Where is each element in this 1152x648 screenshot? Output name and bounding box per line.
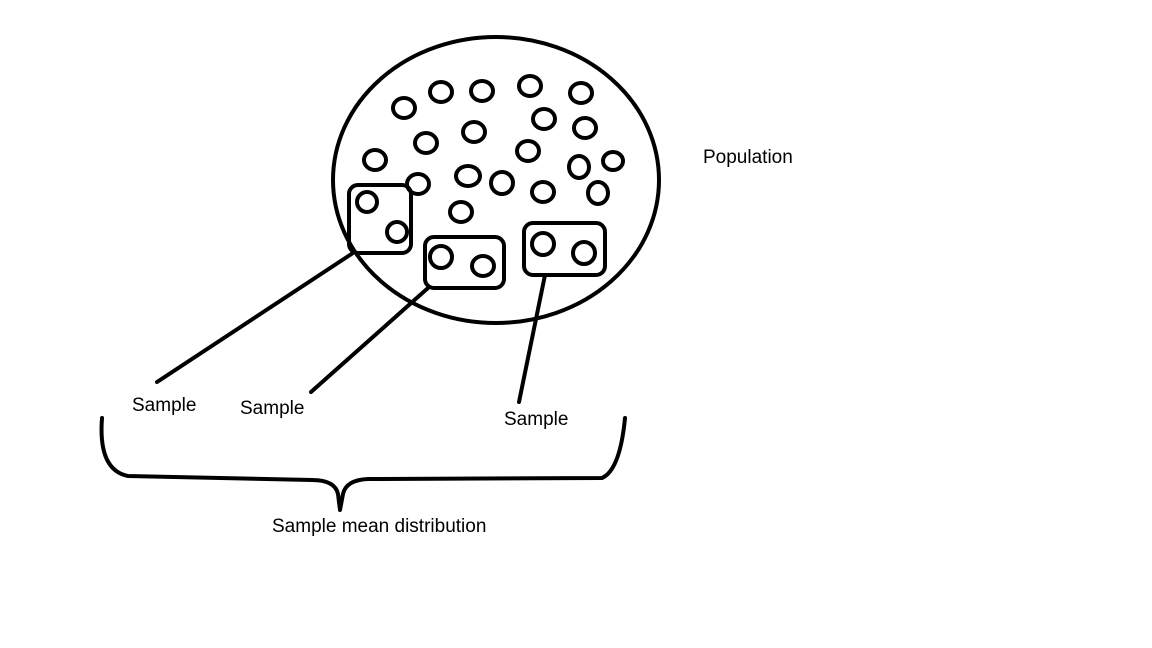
sample-mean-distribution-label: Sample mean distribution [272,516,487,537]
population-member [530,180,556,204]
population-member [515,139,541,163]
sample-connector-3 [517,273,547,404]
population-member [571,240,597,266]
sample-label-3: Sample [504,409,569,430]
sample-box-1 [347,183,413,255]
population-member [601,150,625,172]
population-member [428,80,454,104]
sample-label-1: Sample [132,395,197,416]
population-member [448,200,474,224]
population-member [355,190,379,214]
population-member [567,154,591,180]
population-member [461,120,487,144]
population-member [413,131,439,155]
population-member [489,170,515,196]
population-member [531,107,557,131]
sample-connector-1 [155,251,355,384]
population-member [385,220,409,244]
population-member [568,81,594,105]
population-member [469,79,495,103]
grouping-brace [99,416,627,512]
population-member [362,148,388,172]
sample-box-2 [423,235,506,290]
population-member [454,164,482,188]
sample-box-3 [522,221,607,277]
population-member [428,244,454,270]
population-member [517,74,543,98]
population-member [586,180,610,206]
population-members [355,74,625,278]
sample-label-2: Sample [240,398,305,419]
population-member [572,116,598,140]
sample-connector-2 [309,286,430,394]
population-member [391,96,417,120]
population-member [470,254,496,278]
population-member [530,231,556,257]
population-circle [331,35,661,325]
population-member [405,172,431,196]
population-label: Population [703,147,793,168]
